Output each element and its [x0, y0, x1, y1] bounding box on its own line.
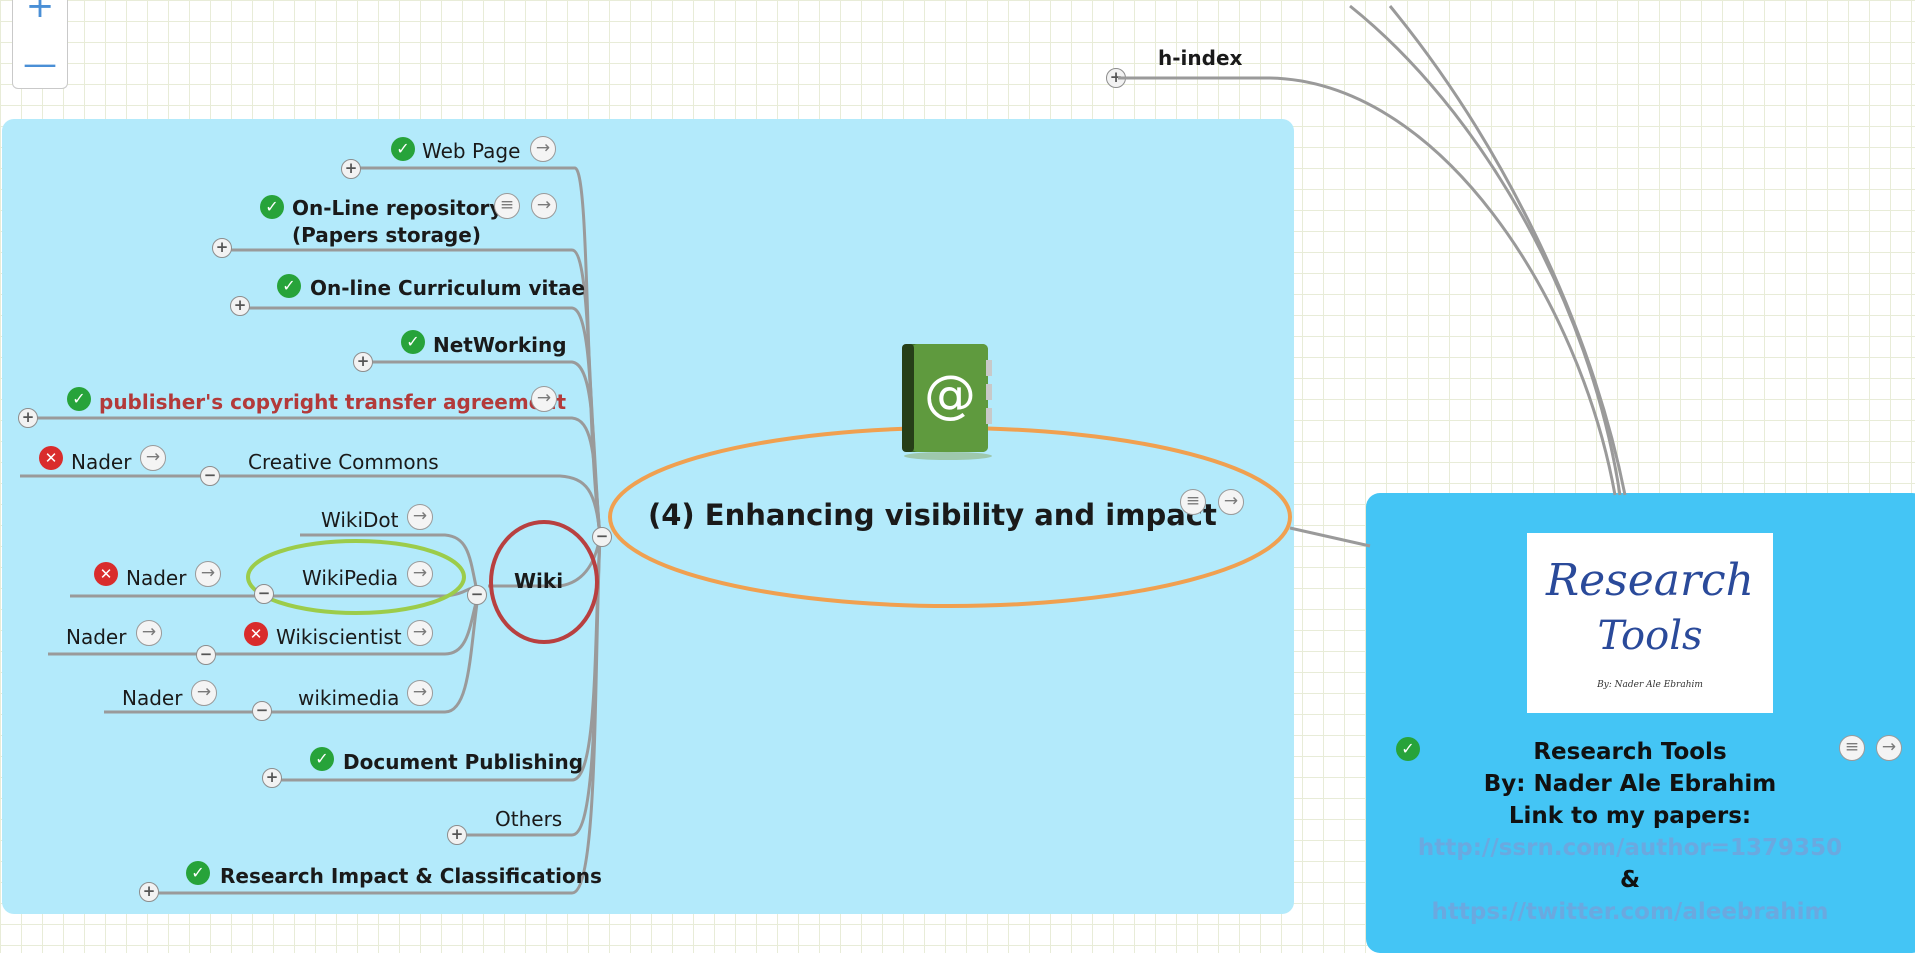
svg-text:@: @ — [924, 365, 976, 425]
node-online-repository[interactable]: On-Line repository — [292, 196, 503, 220]
cross-icon: ✕ — [39, 446, 63, 470]
root-link-caption: Link to my papers: — [1508, 803, 1752, 829]
collapse-toggle[interactable]: − — [196, 645, 216, 665]
node-wiki[interactable]: Wiki — [514, 569, 564, 593]
check-icon: ✓ — [186, 861, 210, 885]
cross-icon: ✕ — [244, 622, 268, 646]
check-icon: ✓ — [391, 137, 415, 161]
zoom-control: + — — [12, 0, 68, 89]
expand-toggle[interactable]: + — [353, 352, 373, 372]
collapse-toggle[interactable]: − — [200, 466, 220, 486]
link-arrow-icon[interactable]: → — [136, 620, 162, 646]
ssrn-link[interactable]: http://ssrn.com/author=1379350 — [1417, 835, 1843, 861]
node-h-index[interactable]: h-index — [1158, 46, 1243, 70]
node-online-cv[interactable]: On-line Curriculum vitae — [310, 276, 586, 300]
expand-toggle[interactable]: + — [341, 159, 361, 179]
link-arrow-icon[interactable]: → — [407, 504, 433, 530]
twitter-link[interactable]: https://twitter.com/aleebrahim — [1431, 899, 1829, 925]
cross-icon: ✕ — [94, 562, 118, 586]
link-arrow-icon[interactable]: → — [407, 561, 433, 587]
collapse-toggle[interactable]: − — [252, 701, 272, 721]
check-icon: ✓ — [260, 195, 284, 219]
expand-toggle[interactable]: + — [139, 882, 159, 902]
check-icon: ✓ — [310, 747, 334, 771]
node-publisher-agreement[interactable]: publisher's copyright transfer agreement — [99, 390, 567, 414]
node-wikidot[interactable]: WikiDot — [321, 508, 399, 532]
node-web-page[interactable]: Web Page — [422, 139, 521, 163]
node-wikiscientist[interactable]: Wikiscientist — [276, 625, 402, 649]
link-arrow-icon[interactable]: → — [531, 386, 557, 412]
central-link-arrow-icon[interactable]: → — [1218, 489, 1244, 515]
link-arrow-icon[interactable]: → — [140, 445, 166, 471]
node-networking[interactable]: NetWorking — [433, 333, 567, 357]
node-nader[interactable]: Nader — [66, 625, 127, 649]
check-icon: ✓ — [67, 387, 91, 411]
node-research-impact[interactable]: Research Impact & Classifications — [220, 864, 602, 888]
expand-toggle[interactable]: + — [447, 825, 467, 845]
expand-toggle[interactable]: + — [212, 238, 232, 258]
zoom-in-button[interactable]: + — [25, 0, 55, 26]
research-tools-cover-image: Research Tools By: Nader Ale Ebrahim — [1527, 533, 1773, 713]
node-creative-commons[interactable]: Creative Commons — [248, 450, 439, 474]
collapse-central-toggle[interactable]: − — [592, 527, 612, 547]
root-author: By: Nader Ale Ebrahim — [1483, 771, 1777, 797]
node-wikimedia[interactable]: wikimedia — [298, 686, 400, 710]
link-arrow-icon[interactable]: → — [530, 136, 556, 162]
root-notes-icon[interactable]: ≡ — [1839, 735, 1865, 761]
collapse-toggle[interactable]: − — [254, 584, 274, 604]
expand-toggle[interactable]: + — [18, 408, 38, 428]
expand-h-index-toggle[interactable]: + — [1106, 68, 1126, 88]
node-nader[interactable]: Nader — [122, 686, 183, 710]
link-arrow-icon[interactable]: → — [191, 680, 217, 706]
expand-toggle[interactable]: + — [262, 768, 282, 788]
root-title: Research Tools — [1533, 739, 1727, 765]
node-nader[interactable]: Nader — [126, 566, 187, 590]
node-nader[interactable]: Nader — [71, 450, 132, 474]
link-arrow-icon[interactable]: → — [407, 680, 433, 706]
node-document-publishing[interactable]: Document Publishing — [343, 750, 584, 774]
node-online-repository-subtitle: (Papers storage) — [292, 223, 481, 247]
link-arrow-icon[interactable]: → — [531, 193, 557, 219]
node-others[interactable]: Others — [495, 807, 563, 831]
collapse-wiki-toggle[interactable]: − — [467, 585, 487, 605]
node-wikipedia[interactable]: WikiPedia — [302, 566, 399, 590]
check-icon: ✓ — [277, 274, 301, 298]
central-topic-title[interactable]: (4) Enhancing visibility and impact — [648, 498, 1217, 532]
cover-title-line1: Research — [1545, 555, 1755, 606]
check-icon: ✓ — [401, 330, 425, 354]
root-ampersand: & — [1619, 867, 1641, 893]
root-link-arrow-icon[interactable]: → — [1876, 735, 1902, 761]
expand-toggle[interactable]: + — [230, 296, 250, 316]
link-arrow-icon[interactable]: → — [407, 620, 433, 646]
cover-title-line2: Tools — [1597, 613, 1703, 659]
central-notes-icon[interactable]: ≡ — [1180, 489, 1206, 515]
link-arrow-icon[interactable]: → — [195, 561, 221, 587]
check-icon: ✓ — [1396, 737, 1420, 761]
zoom-out-button[interactable]: — — [23, 44, 57, 84]
cover-byline: By: Nader Ale Ebrahim — [1597, 680, 1703, 690]
address-book-icon: @ — [902, 344, 992, 460]
notes-icon[interactable]: ≡ — [494, 193, 520, 219]
